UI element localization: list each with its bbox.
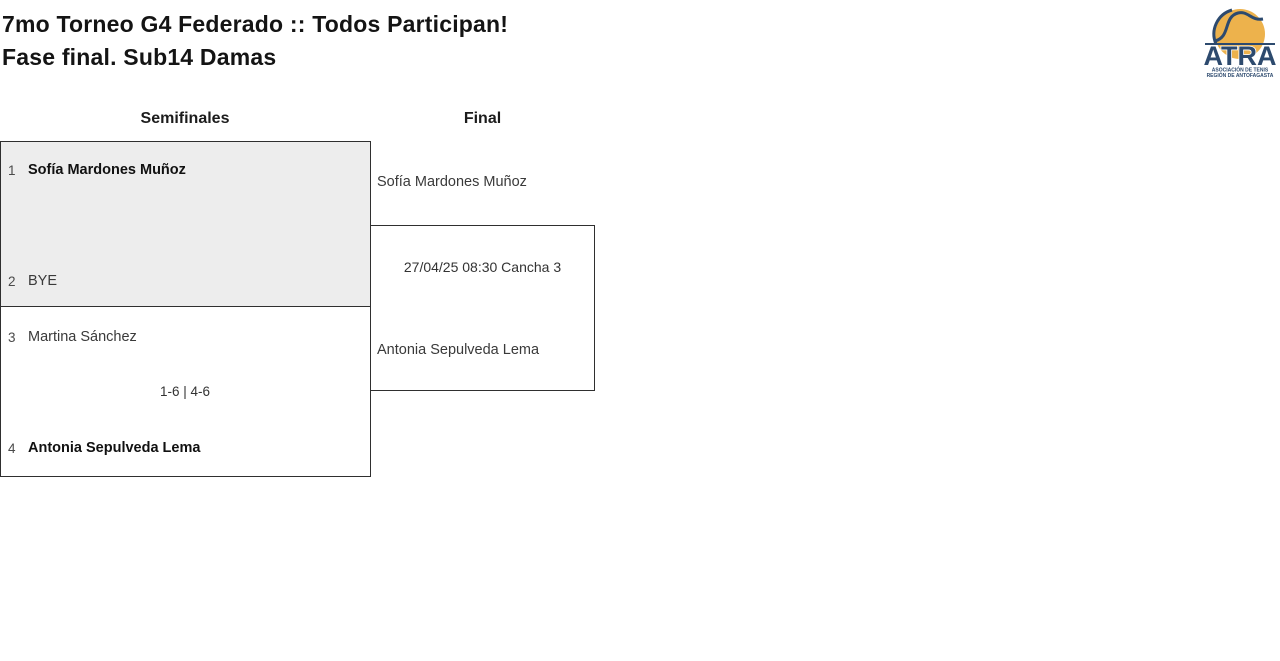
round-header-semifinals: Semifinales bbox=[140, 110, 230, 127]
player-name: Sofía Mardones Muñoz bbox=[28, 162, 186, 178]
tennis-ball-logo-icon: ATRA ASOCIACIÓN DE TENIS REGIÓN DE ANTOF… bbox=[1203, 8, 1277, 79]
player-name: BYE bbox=[28, 273, 58, 289]
semifinal-match-1-box bbox=[0, 141, 371, 307]
player-name: Antonia Sepulveda Lema bbox=[28, 440, 201, 456]
bracket-subtitle: Fase final. Sub14 Damas bbox=[2, 44, 277, 70]
player-slot-seed3: 3 Martina Sánchez bbox=[8, 327, 137, 347]
player-name: Martina Sánchez bbox=[28, 329, 137, 345]
player-slot-seed2: 2 BYE bbox=[8, 271, 57, 291]
player-slot-seed1: 1 Sofía Mardones Muñoz bbox=[8, 160, 186, 180]
finalist-top: Sofía Mardones Muñoz bbox=[377, 174, 527, 190]
final-match-box bbox=[370, 225, 595, 391]
player-slot-seed4: 4 Antonia Sepulveda Lema bbox=[8, 438, 200, 458]
semifinal-match-2-box bbox=[0, 306, 371, 477]
match-score: 1-6 | 4-6 bbox=[159, 384, 211, 399]
finalist-bottom: Antonia Sepulveda Lema bbox=[377, 342, 540, 358]
final-match-schedule: 27/04/25 08:30 Cancha 3 bbox=[403, 259, 562, 275]
logo-org-line2: REGIÓN DE ANTOFAGASTA bbox=[1207, 71, 1274, 78]
page-title: 7mo Torneo G4 Federado :: Todos Particip… bbox=[2, 8, 508, 74]
logo-org-line1: ASOCIACIÓN DE TENIS bbox=[1212, 66, 1269, 74]
atra-logo: ATRA ASOCIACIÓN DE TENIS REGIÓN DE ANTOF… bbox=[1202, 4, 1278, 79]
tournament-title: 7mo Torneo G4 Federado :: Todos Particip… bbox=[2, 11, 509, 37]
logo-acronym: ATRA bbox=[1204, 41, 1277, 71]
player-seed: 3 bbox=[8, 329, 16, 345]
player-seed: 1 bbox=[8, 162, 16, 178]
player-seed: 2 bbox=[8, 273, 16, 289]
round-header-final: Final bbox=[463, 110, 502, 127]
player-seed: 4 bbox=[8, 440, 16, 456]
